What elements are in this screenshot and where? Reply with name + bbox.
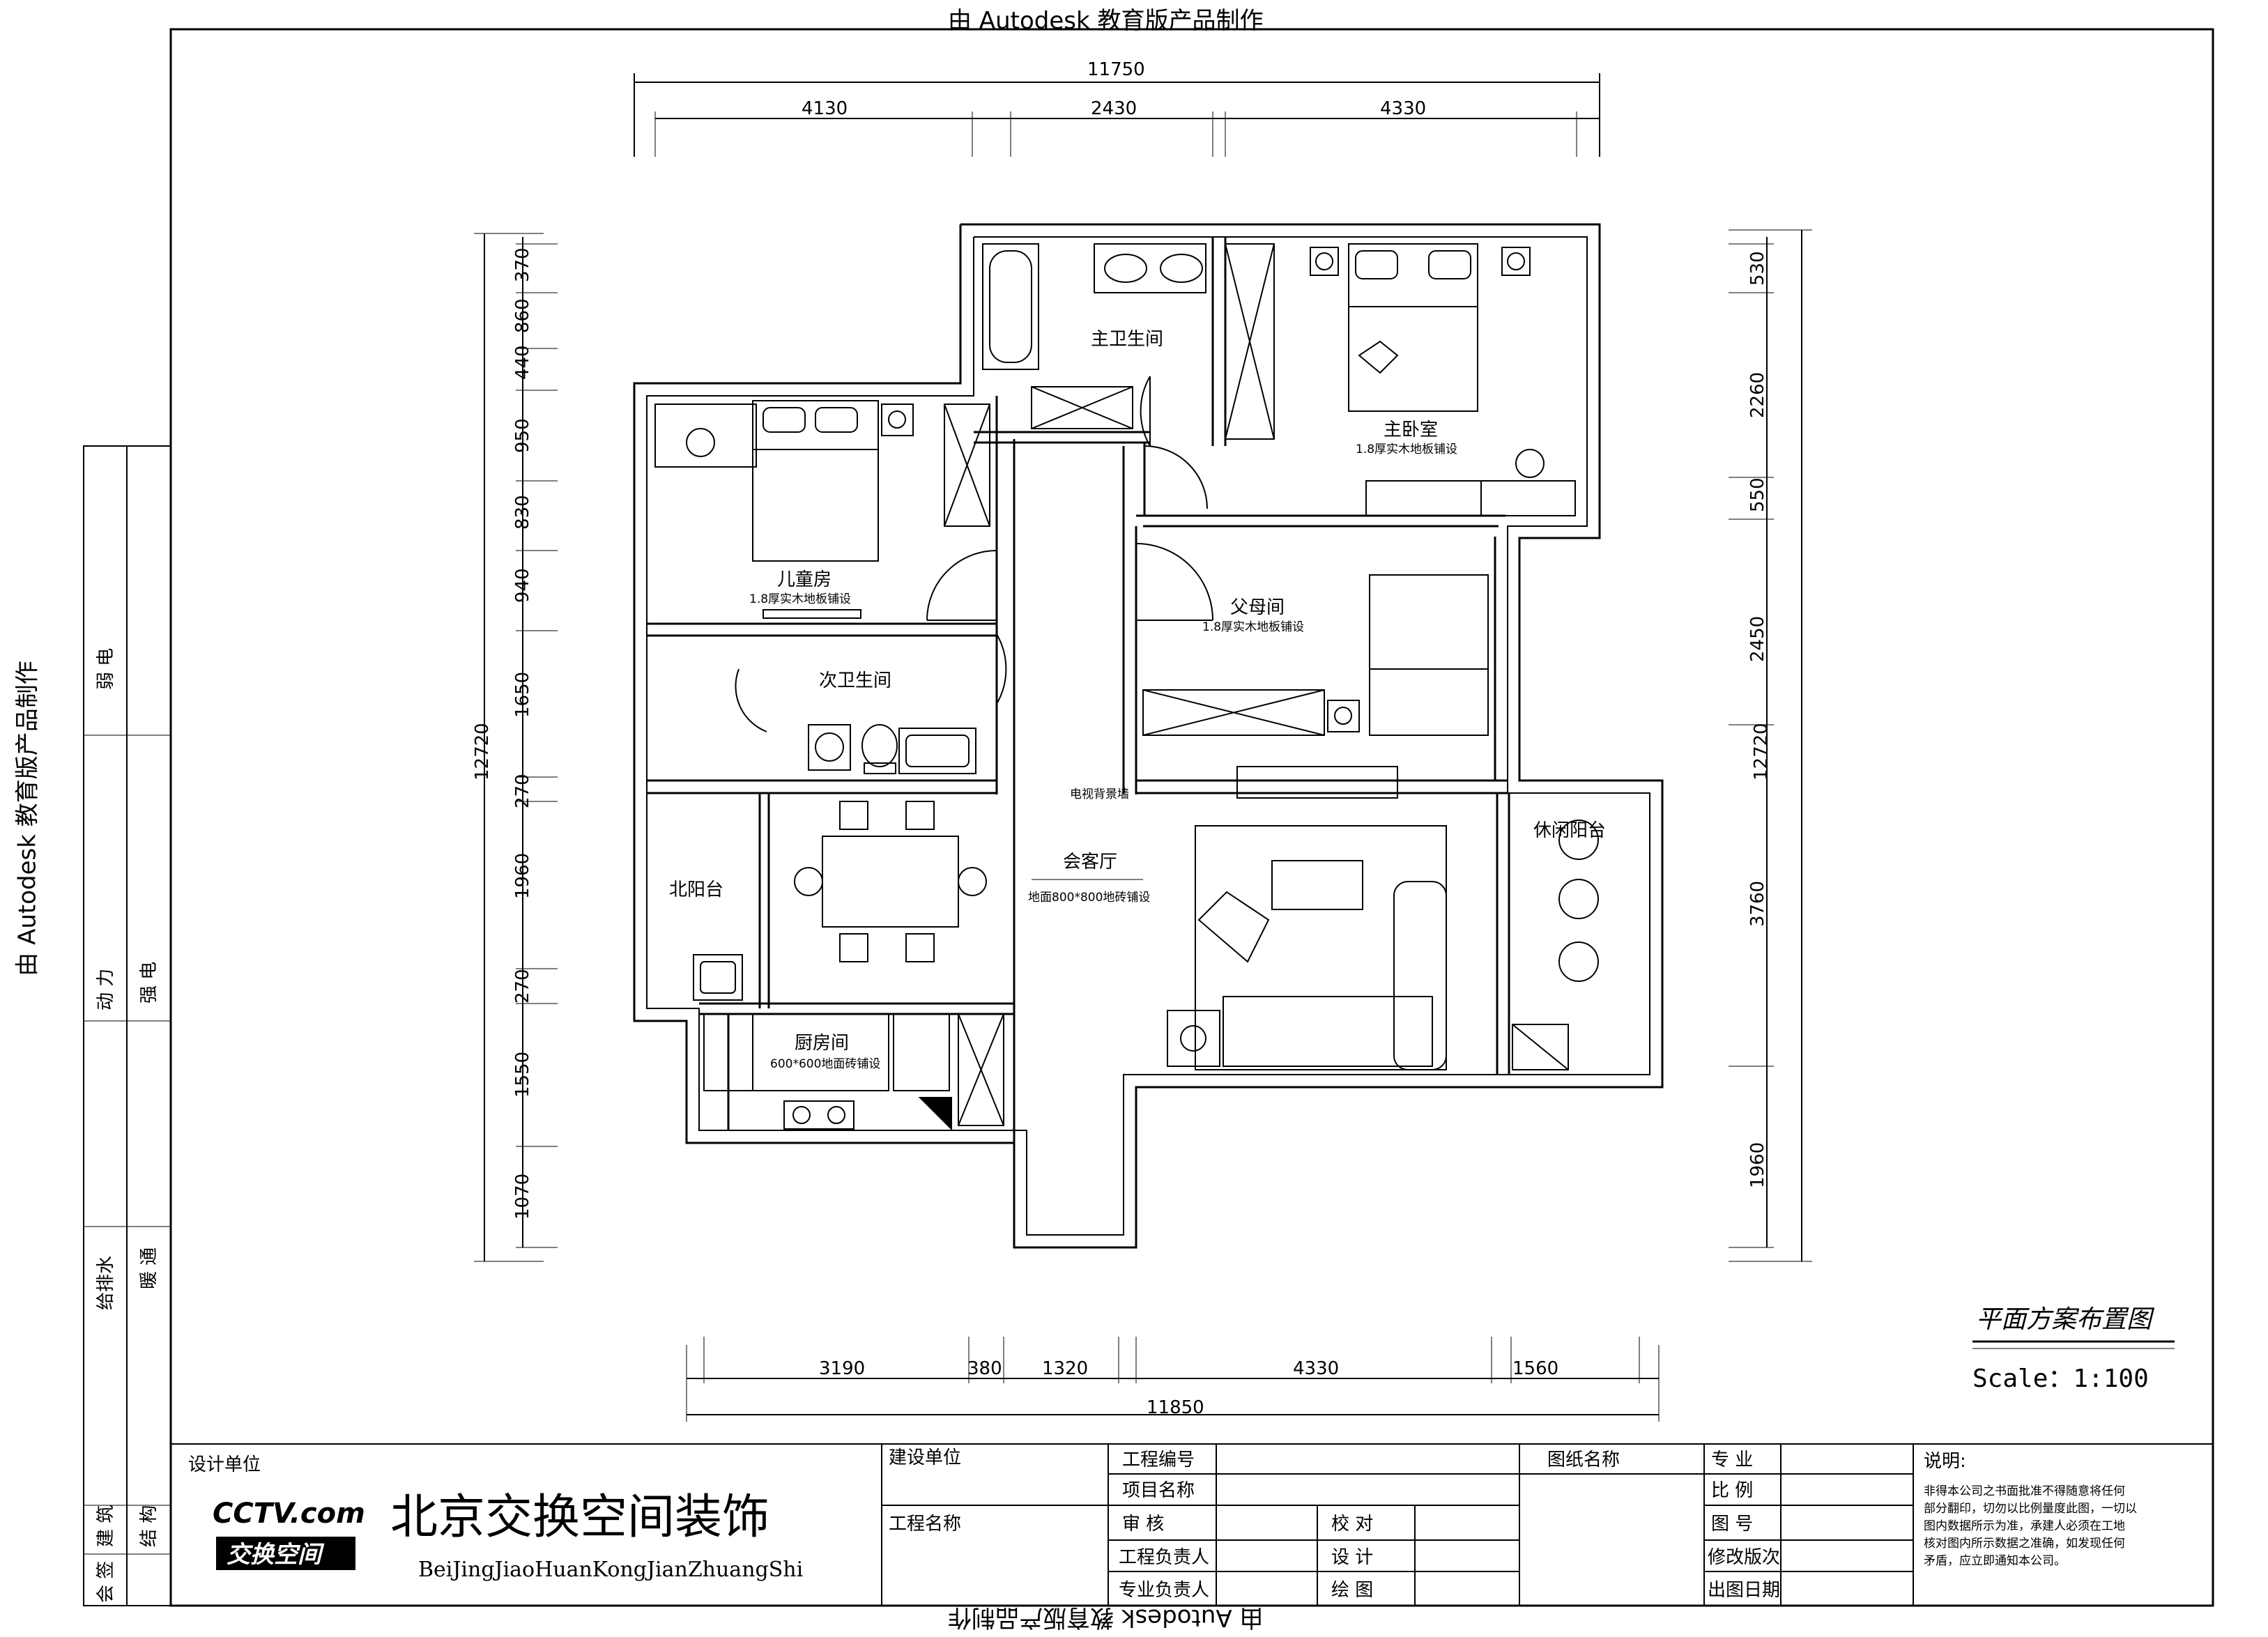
plan-title: 平面方案布置图 <box>1976 1305 2155 1334</box>
dim-left-2: 860 <box>512 298 533 333</box>
dim-left-total: 12720 <box>472 723 493 781</box>
tb-drawing-no: 图 号 <box>1711 1514 1753 1535</box>
dim-bottom-4: 4330 <box>1293 1358 1339 1379</box>
tb-note-1: 非得本公司之书面批准不得随意将任何 <box>1924 1484 2125 1498</box>
dim-left-5: 830 <box>512 495 533 530</box>
doors <box>735 376 1213 732</box>
title-block-text: 设计单位 CCTV.com 交换空间 北京交换空间装饰 BeiJingJiaoH… <box>188 1447 2137 1601</box>
dim-bottom-1: 3190 <box>819 1358 865 1379</box>
dim-top-2: 2430 <box>1091 98 1137 119</box>
dim-bottom-5: 1560 <box>1512 1358 1558 1379</box>
discipline-weak-current: 弱 电 <box>95 648 116 690</box>
tb-specialist: 专业负责人 <box>1119 1580 1209 1601</box>
dim-bottom-2: 380 <box>967 1358 1002 1379</box>
company-name-en: BeiJingJiaoHuanKongJianZhuangShi <box>418 1558 803 1582</box>
dim-right-5: 3760 <box>1747 881 1768 927</box>
room-kids: 儿童房 <box>777 569 832 590</box>
dim-left-9: 1960 <box>512 853 533 899</box>
discipline-structure: 结 构 <box>139 1505 160 1547</box>
tb-note-3: 图内数据所示为准，承建人必须在工地 <box>1924 1519 2125 1533</box>
discipline-strip: 弱 电 动 力 强 电 给排水 暖 通 建 筑 结 构 会 签 <box>83 445 171 1606</box>
room-master-bed: 主卧室 <box>1384 420 1438 440</box>
bottom-dimensions: 3190 380 1320 4330 1560 11850 <box>686 1337 1660 1422</box>
room-kitchen-floor: 600*600地面砖铺设 <box>770 1057 880 1071</box>
discipline-strong-current: 强 电 <box>139 962 160 1004</box>
tb-revision: 修改版次 <box>1708 1547 1780 1568</box>
top-dimensions: 11750 4130 2430 4330 <box>634 59 1600 157</box>
tb-notes-label: 说明: <box>1924 1451 1966 1472</box>
discipline-power: 动 力 <box>95 969 116 1010</box>
discipline-hvac: 暖 通 <box>139 1247 160 1289</box>
dim-top-3: 4330 <box>1380 98 1426 119</box>
tb-engineer: 工程负责人 <box>1119 1547 1209 1568</box>
dim-left-11: 1550 <box>512 1052 533 1098</box>
company-name-cn: 北京交换空间装饰 <box>390 1490 769 1545</box>
dim-right-6: 1960 <box>1747 1142 1768 1188</box>
room-second-bath: 次卫生间 <box>819 670 891 691</box>
room-living-floor: 地面800*800地砖铺设 <box>1028 891 1150 905</box>
dim-top-1: 4130 <box>802 98 848 119</box>
tb-note-5: 矛盾，应立即通知本公司。 <box>1924 1554 2066 1568</box>
room-parents: 父母间 <box>1230 597 1285 618</box>
tb-project-no: 工程编号 <box>1122 1450 1195 1470</box>
room-north-balcony: 北阳台 <box>669 879 723 900</box>
tb-project-name: 工程名称 <box>889 1514 961 1535</box>
dim-left-4: 950 <box>512 418 533 453</box>
logo-sub-text: 交换空间 <box>227 1541 325 1569</box>
tb-note-2: 部分翻印，切勿以比例量度此图，一切以 <box>1924 1502 2137 1516</box>
dim-top-total: 11750 <box>1087 59 1145 80</box>
room-kids-floor: 1.8厚实木地板铺设 <box>749 592 851 606</box>
logo-cctv-text: CCTV.com <box>213 1498 365 1530</box>
plan-scale: Scale：1:100 <box>1972 1365 2149 1393</box>
tb-drawing-name: 图纸名称 <box>1547 1450 1620 1470</box>
dim-right-4: 2450 <box>1747 616 1768 662</box>
dim-left-1: 370 <box>512 247 533 282</box>
room-living: 会客厅 <box>1063 852 1117 873</box>
room-master-bed-floor: 1.8厚实木地板铺设 <box>1356 443 1457 456</box>
room-leisure-balcony: 休闲阳台 <box>1533 820 1606 841</box>
tb-issue-date: 出图日期 <box>1708 1580 1780 1601</box>
drawing-frame <box>169 28 2214 1607</box>
dim-right-1: 530 <box>1747 251 1768 286</box>
dim-bottom-total: 11850 <box>1147 1397 1204 1418</box>
tb-note-4: 核对图内所示数据之准确，如发现任何 <box>1924 1537 2125 1551</box>
room-master-bath: 主卫生间 <box>1091 329 1163 350</box>
discipline-plumbing: 给排水 <box>95 1256 116 1310</box>
dim-left-3: 440 <box>512 345 533 380</box>
tb-ratio: 比 例 <box>1711 1480 1753 1501</box>
dim-left-12: 1070 <box>512 1174 533 1220</box>
tb-specialty: 专 业 <box>1711 1450 1753 1470</box>
left-dimensions: 12720 370 860 440 950 830 940 1650 270 1… <box>472 233 558 1262</box>
dim-left-7: 1650 <box>512 672 533 718</box>
dim-right-3: 550 <box>1747 477 1768 512</box>
tb-design: 设 计 <box>1331 1547 1373 1568</box>
discipline-countersign: 会 签 <box>95 1561 116 1603</box>
tb-check: 校 对 <box>1331 1514 1373 1535</box>
label-tv-wall: 电视背景墙 <box>1070 787 1129 801</box>
room-kitchen: 厨房间 <box>795 1033 849 1054</box>
dim-right-2: 2260 <box>1747 372 1768 418</box>
dim-left-8: 270 <box>512 774 533 808</box>
dim-right-total: 12720 <box>1751 723 1772 781</box>
room-labels: 主卫生间 主卧室 1.8厚实木地板铺设 儿童房 1.8厚实木地板铺设 父母间 1… <box>669 329 1606 1071</box>
tb-design-unit: 设计单位 <box>188 1454 261 1475</box>
dim-left-6: 940 <box>512 568 533 603</box>
room-parents-floor: 1.8厚实木地板铺设 <box>1202 620 1304 634</box>
dim-bottom-3: 1320 <box>1042 1358 1088 1379</box>
tb-review: 审 核 <box>1122 1514 1164 1535</box>
right-dimensions: 12720 530 2260 550 2450 3760 1960 <box>1729 229 1812 1262</box>
title-block <box>171 1443 2213 1606</box>
tb-draw: 绘 图 <box>1331 1580 1373 1601</box>
furniture <box>654 243 1599 1131</box>
cctv-logo: CCTV.com 交换空间 <box>213 1498 365 1570</box>
tb-item-name: 项目名称 <box>1122 1480 1195 1501</box>
tb-construction-unit: 建设单位 <box>889 1447 961 1468</box>
dim-left-10: 270 <box>512 969 533 1004</box>
discipline-architecture: 建 筑 <box>95 1505 116 1547</box>
